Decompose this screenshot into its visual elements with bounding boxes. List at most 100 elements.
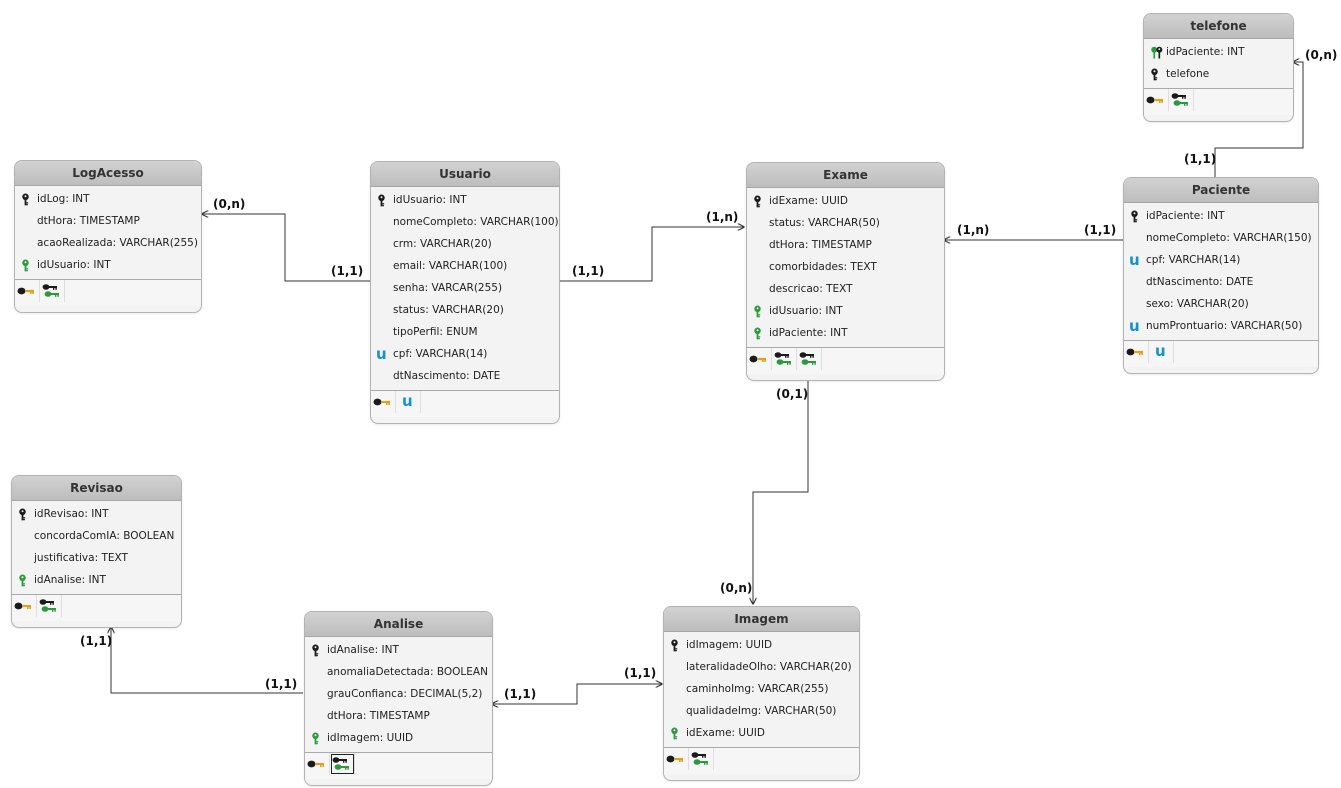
index-bar <box>305 752 492 779</box>
column-row[interactable]: telefone <box>1144 63 1293 85</box>
column-row[interactable]: idLog: INT <box>15 188 201 210</box>
column-row[interactable]: dtHora: TIMESTAMP <box>15 210 201 232</box>
foreign-key-icon <box>311 727 325 749</box>
column-row[interactable]: caminhoImg: VARCAR(255) <box>664 678 859 700</box>
primary-key-icon <box>18 503 32 525</box>
column-row[interactable]: dtNascimento: DATE <box>1124 271 1318 293</box>
column-row[interactable]: senha: VARCAR(255) <box>371 277 559 299</box>
column-row[interactable]: dtHora: TIMESTAMP <box>747 234 944 256</box>
column-row[interactable]: idUsuario: INT <box>747 300 944 322</box>
unique-icon: u <box>376 345 387 363</box>
foreign-key-icon <box>21 254 35 276</box>
table-exame[interactable]: Exame idExame: UUID status: VARCHAR(50) dt… <box>746 162 945 381</box>
column-label: idImagem: UUID <box>327 732 414 744</box>
column-row[interactable]: nomeCompleto: VARCHAR(150) <box>1124 227 1318 249</box>
column-label: status: VARCHAR(50) <box>769 217 880 229</box>
table-title: Exame <box>747 163 944 188</box>
column-row[interactable]: idAnalise: INT <box>305 639 492 661</box>
index-bar <box>1144 88 1293 115</box>
column-row[interactable]: dtHora: TIMESTAMP <box>305 705 492 727</box>
pk-index-icon[interactable] <box>1124 341 1149 363</box>
column-row[interactable]: status: VARCHAR(50) <box>747 212 944 234</box>
column-label: tipoPerfil: ENUM <box>393 326 478 338</box>
fk-index-icon[interactable] <box>772 348 797 370</box>
column-row[interactable]: crm: VARCHAR(20) <box>371 233 559 255</box>
fk-index-selected-icon[interactable] <box>330 753 355 775</box>
column-row[interactable]: idImagem: UUID <box>664 634 859 656</box>
pk-index-icon[interactable] <box>1144 89 1169 111</box>
primary-key-icon <box>670 634 684 656</box>
column-row[interactable]: idPaciente: INT <box>747 322 944 344</box>
column-row[interactable]: tipoPerfil: ENUM <box>371 321 559 343</box>
column-row[interactable]: status: VARCHAR(20) <box>371 299 559 321</box>
column-row[interactable]: qualidadeImg: VARCHAR(50) <box>664 700 859 722</box>
pk-index-icon[interactable] <box>12 595 37 617</box>
column-label: nomeCompleto: VARCHAR(100) <box>393 216 559 228</box>
fk-index-icon[interactable] <box>37 595 62 617</box>
column-row[interactable]: idPaciente: INT <box>1144 41 1293 63</box>
index-bar: u <box>371 390 559 417</box>
column-row[interactable]: descricao: TEXT <box>747 278 944 300</box>
fk-index-icon[interactable] <box>689 748 714 770</box>
column-row[interactable]: dtNascimento: DATE <box>371 365 559 387</box>
column-label: dtHora: TIMESTAMP <box>37 215 140 227</box>
column-row[interactable]: idRevisao: INT <box>12 503 181 525</box>
column-label: concordaComIA: BOOLEAN <box>34 530 175 542</box>
column-row[interactable]: comorbidades: TEXT <box>747 256 944 278</box>
unique-index-icon[interactable]: u <box>396 391 421 413</box>
fk-index-icon[interactable] <box>40 280 65 302</box>
column-row[interactable]: nomeCompleto: VARCHAR(100) <box>371 211 559 233</box>
column-row[interactable]: idAnalise: INT <box>12 569 181 591</box>
column-label: justificativa: TEXT <box>34 552 128 564</box>
column-row[interactable]: idPaciente: INT <box>1124 205 1318 227</box>
relationship-line-analise-revisao <box>111 627 303 694</box>
foreign-key-icon <box>18 569 32 591</box>
column-row[interactable]: lateralidadeOlho: VARCHAR(20) <box>664 656 859 678</box>
column-label: crm: VARCHAR(20) <box>393 238 492 250</box>
cardinality-label: (1,1) <box>572 264 605 278</box>
column-row[interactable]: idExame: UUID <box>747 190 944 212</box>
column-row[interactable]: grauConfianca: DECIMAL(5,2) <box>305 683 492 705</box>
column-row[interactable]: email: VARCHAR(100) <box>371 255 559 277</box>
column-row[interactable]: acaoRealizada: VARCHAR(255) <box>15 232 201 254</box>
table-title: Usuario <box>371 162 559 187</box>
column-row[interactable]: idExame: UUID <box>664 722 859 744</box>
pk-index-icon[interactable] <box>371 391 396 413</box>
pk-index-icon[interactable] <box>305 753 330 775</box>
fk-index-icon[interactable] <box>1169 89 1194 111</box>
column-row[interactable]: idImagem: UUID <box>305 727 492 749</box>
fk-index-icon[interactable] <box>797 348 822 370</box>
column-row[interactable]: sexo: VARCHAR(20) <box>1124 293 1318 315</box>
column-label: idPaciente: INT <box>769 327 848 339</box>
unique-index-icon[interactable]: u <box>1149 341 1174 363</box>
column-row[interactable]: idUsuario: INT <box>371 189 559 211</box>
cardinality-label: (0,1) <box>776 387 809 401</box>
column-row[interactable]: justificativa: TEXT <box>12 547 181 569</box>
column-label: idAnalise: INT <box>34 574 106 586</box>
column-row[interactable]: idUsuario: INT <box>15 254 201 276</box>
column-label: idImagem: UUID <box>686 639 773 651</box>
unique-icon: u <box>1129 251 1140 269</box>
column-label: status: VARCHAR(20) <box>393 304 504 316</box>
pk-index-icon[interactable] <box>15 280 40 302</box>
index-bar <box>12 594 181 621</box>
column-row[interactable]: concordaComIA: BOOLEAN <box>12 525 181 547</box>
unique-icon: u <box>1129 317 1140 335</box>
table-usuario[interactable]: Usuario idUsuario: INT nomeCompleto: VARC… <box>370 161 560 424</box>
column-row[interactable]: anomaliaDetectada: BOOLEAN <box>305 661 492 683</box>
column-label: nomeCompleto: VARCHAR(150) <box>1146 232 1312 244</box>
primary-key-icon <box>311 639 325 661</box>
pk-index-icon[interactable] <box>747 348 772 370</box>
index-bar <box>15 279 201 306</box>
pk-index-icon[interactable] <box>664 748 689 770</box>
